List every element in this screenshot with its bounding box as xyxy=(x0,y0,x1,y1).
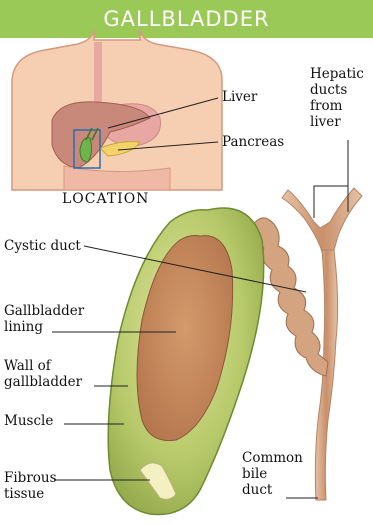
fibrous-tissue-label: Fibrous tissue xyxy=(4,470,57,502)
gallbladder-lining-label: Gallbladder lining xyxy=(4,303,84,335)
hepatic-duct-branches xyxy=(282,188,362,252)
hepatic-ducts-label: Hepatic ducts from liver xyxy=(310,66,364,130)
cystic-duct xyxy=(252,218,328,376)
wall-label: Wall of gallbladder xyxy=(4,358,82,390)
cystic-duct-label: Cystic duct xyxy=(4,238,81,254)
liver-label: Liver xyxy=(222,89,257,105)
common-bile-duct-label: Common bile duct xyxy=(242,450,303,498)
muscle-label: Muscle xyxy=(4,413,53,429)
location-inset xyxy=(12,30,222,190)
pancreas-label: Pancreas xyxy=(222,134,284,150)
location-label: LOCATION xyxy=(62,191,149,207)
